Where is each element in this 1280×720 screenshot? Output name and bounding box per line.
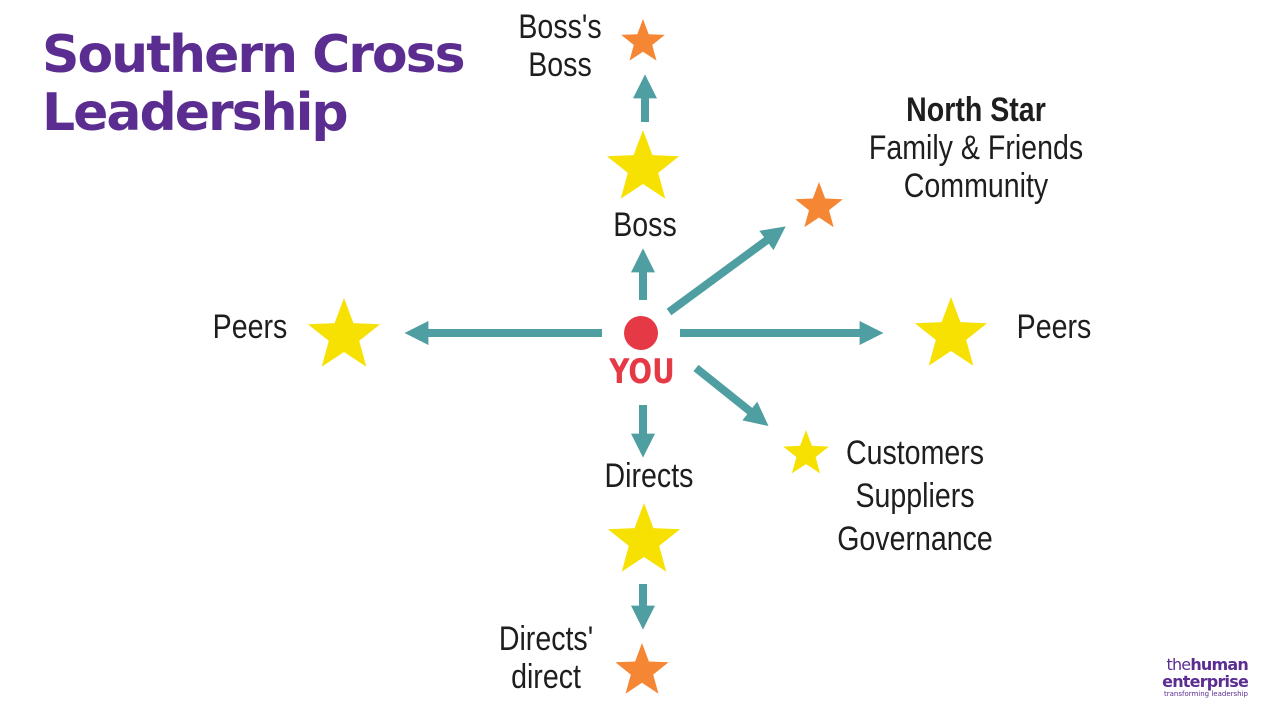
company-logo: thehuman enterprise transforming leaders… bbox=[1162, 655, 1249, 698]
arrow-to-customers bbox=[693, 364, 769, 426]
you-label: YOU bbox=[609, 352, 675, 392]
peers-left-label: Peers bbox=[212, 308, 288, 346]
star-boss-boss bbox=[621, 19, 665, 61]
directs-label: Directs bbox=[604, 457, 694, 495]
star-directs-direct bbox=[615, 643, 669, 694]
boss-boss-label: Boss's Boss bbox=[518, 8, 602, 84]
peers-right-label: Peers bbox=[1016, 308, 1092, 346]
customers-label: Customers Suppliers Governance bbox=[837, 434, 993, 558]
star-peers-right bbox=[914, 297, 988, 366]
you-dot bbox=[624, 316, 658, 350]
boss-label: Boss bbox=[613, 206, 677, 244]
title-line-2: Leadership bbox=[42, 83, 349, 143]
star-peers-left bbox=[307, 298, 381, 367]
north-star-label: North Star Family & Friends Community bbox=[868, 91, 1084, 205]
page-title: Southern Cross Leadership bbox=[42, 25, 466, 143]
star-directs bbox=[607, 503, 681, 572]
star-boss bbox=[606, 130, 680, 199]
star-north-star bbox=[795, 182, 843, 228]
north-star-heading: North Star bbox=[906, 91, 1046, 129]
title-line-1: Southern Cross bbox=[42, 25, 466, 85]
star-customers bbox=[783, 430, 829, 474]
directs-direct-label: Directs' direct bbox=[498, 620, 594, 696]
arrow-to-north-star bbox=[666, 226, 786, 316]
